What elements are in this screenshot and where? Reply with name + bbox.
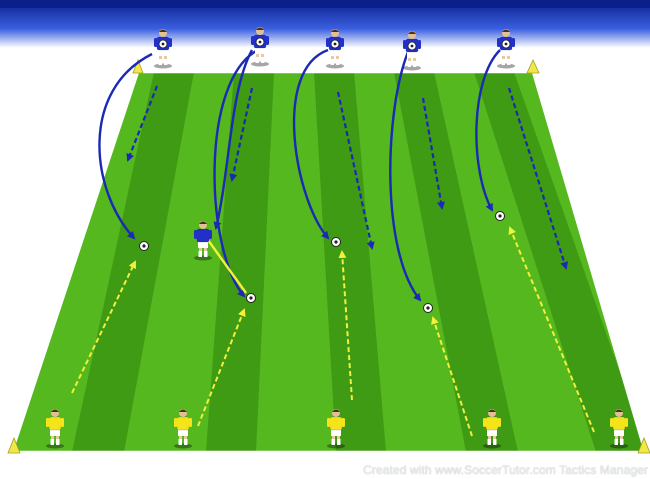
watermark: Created with www.SoccerTutor.com Tactics… <box>363 463 648 477</box>
ball-icon <box>159 40 167 48</box>
ball-icon <box>408 42 416 50</box>
ball-icon <box>332 238 341 247</box>
ball-icon <box>424 304 433 313</box>
ball-icon <box>496 212 505 221</box>
ball-icon <box>331 40 339 48</box>
ball-icon <box>247 294 256 303</box>
ball-icon <box>256 38 264 46</box>
ball-icon <box>502 40 510 48</box>
ball-icon <box>140 242 149 251</box>
top-band <box>0 0 650 8</box>
